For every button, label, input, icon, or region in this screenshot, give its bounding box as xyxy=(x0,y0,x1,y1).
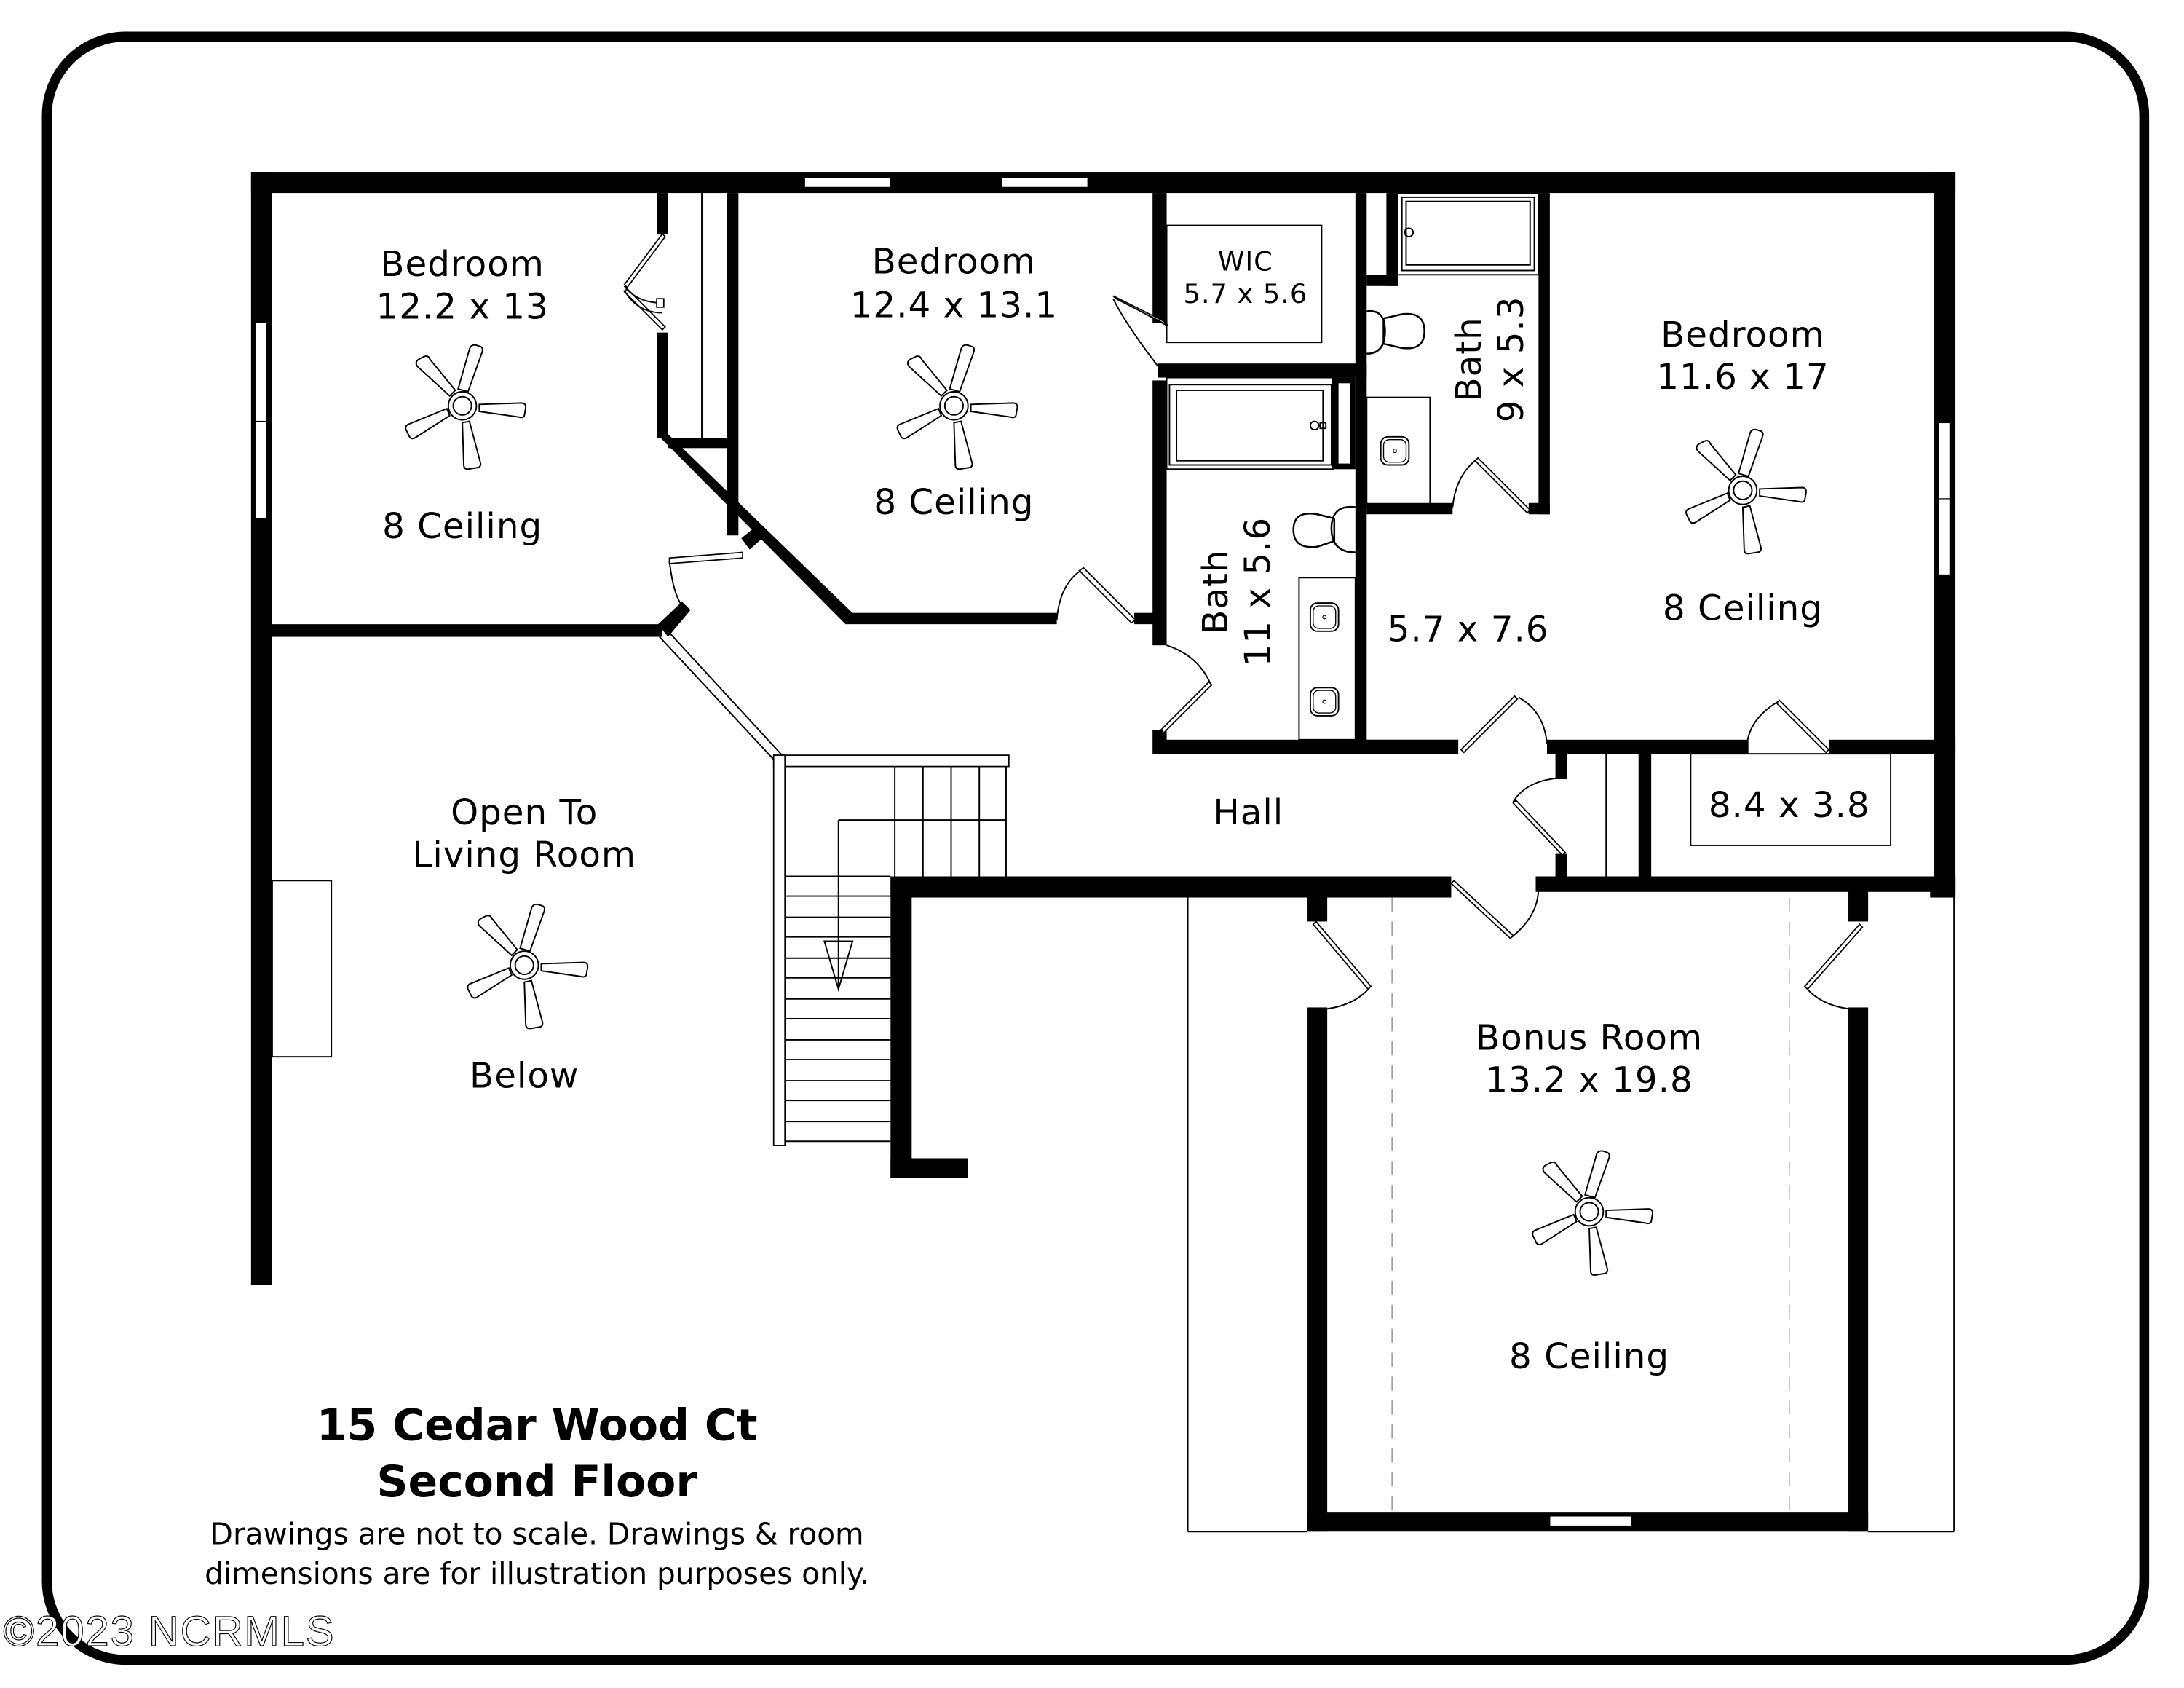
bifold-closet-door[interactable] xyxy=(623,232,666,331)
storage-door[interactable] xyxy=(1746,699,1830,754)
bath-1-fixtures xyxy=(1166,376,1356,741)
room-name: Bath xyxy=(1449,317,1489,401)
room-name: Bath xyxy=(1195,550,1236,634)
ceiling-fan-icon xyxy=(1685,428,1807,555)
room-name: Bedroom xyxy=(872,241,1037,282)
hall-label: Hall xyxy=(1213,792,1283,833)
address-title: 15 Cedar Wood Ct xyxy=(317,1400,758,1451)
room-dimensions: 5.7 x 5.6 xyxy=(1184,278,1308,309)
copyright-watermark: ©2023 NCRMLS xyxy=(3,1608,335,1655)
label-line-3: Below xyxy=(470,1056,579,1097)
bath-2-door[interactable] xyxy=(1452,457,1531,514)
storage-dimensions: 8.4 x 3.8 xyxy=(1709,785,1870,826)
ceiling-height: 8 Ceiling xyxy=(874,482,1034,523)
disclaimer-line-1: Drawings are not to scale. Drawings & ro… xyxy=(210,1517,864,1552)
disclaimer-line-2: dimensions are for illustration purposes… xyxy=(205,1556,869,1591)
bonus-room-walls xyxy=(1307,890,1869,1532)
bath-1-label: Bath 11 x 5.6 xyxy=(1195,517,1278,667)
bedroom-3-door[interactable] xyxy=(1460,695,1548,754)
label-line-2: Living Room xyxy=(412,835,636,875)
bonus-room-entry-door[interactable] xyxy=(1450,880,1540,939)
room-dimensions: 13.2 x 19.8 xyxy=(1485,1060,1693,1101)
room-name: Bonus Room xyxy=(1476,1017,1703,1058)
room-dimensions: 12.2 x 13 xyxy=(376,286,548,327)
ceiling-height: 8 Ceiling xyxy=(1509,1336,1669,1377)
wic-walls xyxy=(1158,193,1367,754)
fireplace-ledge xyxy=(271,880,333,1058)
room-name: Bedroom xyxy=(380,244,545,285)
bath-2-fixtures xyxy=(1366,192,1550,515)
bath-1-door[interactable] xyxy=(1160,644,1213,734)
ceiling-fan-icon xyxy=(1532,1150,1654,1277)
room-name: Bedroom xyxy=(1661,315,1825,355)
bedroom-2-door[interactable] xyxy=(1056,567,1137,624)
bonus-room-left-door[interactable] xyxy=(1312,920,1372,1010)
linen-closet-door[interactable] xyxy=(1512,777,1567,856)
ceiling-fan-icon xyxy=(405,344,527,470)
bedroom-1-label: Bedroom 12.2 x 13 8 Ceiling xyxy=(376,244,548,547)
bonus-room-outline xyxy=(1187,897,1955,1533)
wic-door[interactable] xyxy=(1112,295,1169,373)
bedroom-2-label: Bedroom 12.4 x 13.1 8 Ceiling xyxy=(850,241,1058,523)
room-dimensions: 11 x 5.6 xyxy=(1238,517,1278,667)
bonus-room-right-door[interactable] xyxy=(1803,923,1864,1010)
staircase[interactable] xyxy=(659,631,1010,1178)
bedroom-1-walls xyxy=(270,193,855,637)
room-name: WIC xyxy=(1218,245,1273,277)
ceiling-fan-icon xyxy=(467,903,589,1030)
bath-2-label: Bath 9 x 5.3 xyxy=(1449,296,1532,422)
room-dimensions: 12.4 x 13.1 xyxy=(850,285,1058,326)
windows xyxy=(255,177,1950,576)
bedroom-3-walls xyxy=(890,739,1956,898)
room-dimensions: 9 x 5.3 xyxy=(1491,296,1532,422)
room-dimensions: 11.6 x 17 xyxy=(1656,357,1829,398)
ceiling-height: 8 Ceiling xyxy=(382,506,542,547)
bedroom-1-door[interactable] xyxy=(668,551,744,610)
page-border xyxy=(41,31,2150,1665)
closet-area-dimensions: 5.7 x 7.6 xyxy=(1388,609,1549,650)
floor-title: Second Floor xyxy=(376,1456,697,1507)
bonus-room-label: Bonus Room 13.2 x 19.8 8 Ceiling xyxy=(1476,1017,1703,1377)
open-to-living-label: Open To Living Room Below xyxy=(412,792,636,1097)
exterior-walls xyxy=(250,172,1956,1285)
bedroom-3-label: Bedroom 11.6 x 17 8 Ceiling xyxy=(1656,315,1829,628)
label-line-1: Open To xyxy=(451,792,598,833)
ceiling-height: 8 Ceiling xyxy=(1663,588,1823,628)
wic-label: WIC 5.7 x 5.6 xyxy=(1184,245,1308,309)
title-block: 15 Cedar Wood Ct Second Floor Drawings a… xyxy=(205,1400,869,1590)
ceiling-fan-icon xyxy=(896,344,1018,470)
